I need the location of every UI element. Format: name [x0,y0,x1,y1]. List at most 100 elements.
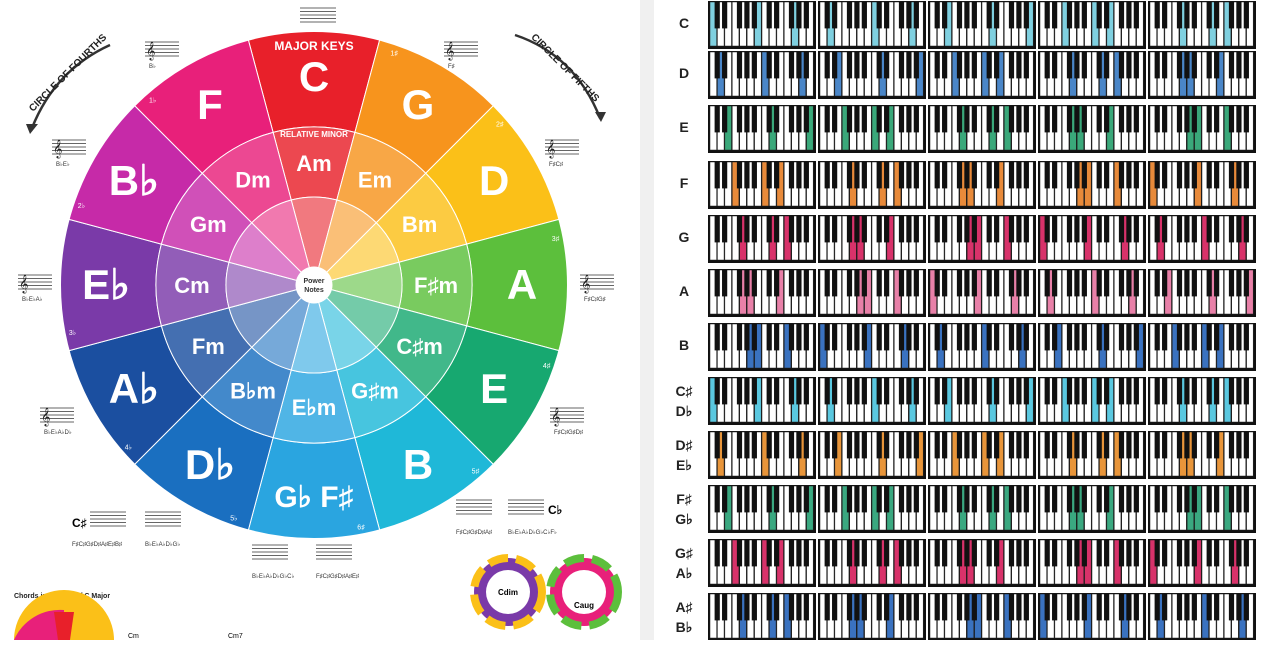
keyboard-9-0 [708,485,816,533]
accidental-count-6: 6♯ [357,524,365,531]
row-label-1: D [679,65,689,81]
accidental-count-9: 3♭ [69,329,76,337]
row-label-alt-9: G♭ [675,511,693,527]
keyboard-2-2 [928,105,1036,153]
row-label-5: A [679,283,689,299]
key-signature-label-2: B♭E♭ [56,161,70,168]
keyboard-1-1 [818,51,926,99]
keyboard-10-3 [1038,539,1146,587]
key-signature-3: 𝄞F♯C♯ [545,139,579,168]
row-label-7: C♯ [675,383,693,399]
key-signature-label-0: B♭ [149,63,156,70]
keyboard-5-3 [1038,269,1146,317]
minor-key-3: F♯m [414,273,458,298]
caug-label: Caug [574,601,594,610]
keyboard-1-4 [1148,51,1256,99]
keyboard-1-0 [708,51,816,99]
keyboard-8-1 [818,431,926,479]
accidental-count-11: 1♭ [149,96,156,104]
keyboard-9-3 [1038,485,1146,533]
row-label-8: D♯ [675,437,693,453]
c-flat-notes: B♭E♭A♭D♭G♭C♭F♭ [508,529,557,536]
fifths-arrow [514,33,602,119]
keyboard-7-1 [818,377,926,425]
keyboard-7-2 [928,377,1036,425]
keyboard-5-0 [708,269,816,317]
row-label-10: G♯ [675,545,694,561]
accidental-count-3: 3♯ [552,236,560,243]
f-sharp-6-notes: F♯C♯G♯D♯A♯E♯ [316,573,359,580]
keyboard-3-1 [818,161,926,209]
svg-text:𝄞: 𝄞 [53,140,62,159]
row-label-2: E [679,119,688,135]
g-flat-notes: B♭E♭A♭D♭G♭C♭ [252,573,294,580]
major-key-9: E♭ [82,261,130,308]
extra-staff-5 [316,544,352,560]
center-hub [296,267,332,303]
keyboard-10-2 [928,539,1036,587]
major-key-10: B♭ [109,157,159,204]
minor-key-10: Gm [190,212,227,237]
key-signature-label-1: F♯ [448,63,455,70]
key-signature-5: 𝄞F♯C♯G♯ [580,274,614,303]
keyboard-2-3 [1038,105,1146,153]
extra-staff-3 [508,499,544,515]
c-sharp-key: C♯ [72,516,87,530]
keyboard-6-0 [708,323,816,371]
cdim-mini-wheel: Cdim [470,554,546,630]
key-signature-6: 𝄞 B♭E♭A♭D♭ [40,407,74,436]
keyboard-4-3 [1038,215,1146,263]
keyboard-0-0 [708,1,816,49]
key-signature-7: 𝄞F♯C♯G♯D♯ [550,407,584,436]
keyboard-10-0 [708,539,816,587]
row-label-alt-11: B♭ [676,619,693,635]
major-key-1: G [402,81,435,128]
svg-text:𝄞: 𝄞 [41,408,50,427]
keyboard-0-2 [928,1,1036,49]
keyboard-4-4 [1148,215,1256,263]
minor-key-6: E♭m [292,395,337,420]
keyboard-8-0 [708,431,816,479]
row-label-9: F♯ [676,491,693,507]
b-flat-5-notes: B♭E♭A♭D♭G♭ [145,541,180,548]
accidental-count-10: 2♭ [78,202,85,210]
svg-text:𝄞: 𝄞 [581,275,590,294]
svg-text:𝄞: 𝄞 [546,140,555,159]
caug-mini-wheel: Caug [546,554,622,630]
accidental-count-8: 4♭ [125,443,132,451]
keyboard-11-3 [1038,593,1146,641]
chord-cm: Cm [128,633,139,640]
keyboard-1-3 [1038,51,1146,99]
major-key-5: B [403,441,433,488]
fifths-arrowhead [595,112,606,122]
key-signature-4: 𝄞B♭E♭A♭ [18,274,52,303]
keyboard-10-4 [1148,539,1256,587]
keyboard-2-1 [818,105,926,153]
major-key-6: G♭ F♯ [274,481,353,514]
key-signature-label-6: B♭E♭A♭D♭ [44,429,72,436]
key-signature-1: 𝄞F♯ [444,41,478,70]
minor-key-8: Fm [192,334,225,359]
row-label-alt-10: A♭ [676,565,693,581]
minor-key-1: Em [358,167,392,192]
cdim-label: Cdim [498,588,518,597]
center-label-2: Notes [304,287,324,294]
c-sharp-notes: F♯C♯G♯D♯A♯E♯B♯ [72,541,122,548]
extra-staff-4 [252,544,288,560]
keyboard-3-2 [928,161,1036,209]
keyboard-11-4 [1148,593,1256,641]
keyboard-10-1 [818,539,926,587]
major-keys-title: MAJOR KEYS [274,39,353,53]
svg-text:𝄞: 𝄞 [551,408,560,427]
keyboard-3-4 [1148,161,1256,209]
keyboard-8-2 [928,431,1036,479]
keyboard-6-4 [1148,323,1256,371]
keyboard-9-2 [928,485,1036,533]
relative-minor-title: RELATIVE MINOR [280,130,348,139]
keyboard-3-3 [1038,161,1146,209]
keyboard-6-3 [1038,323,1146,371]
minor-key-4: C♯m [396,334,442,359]
